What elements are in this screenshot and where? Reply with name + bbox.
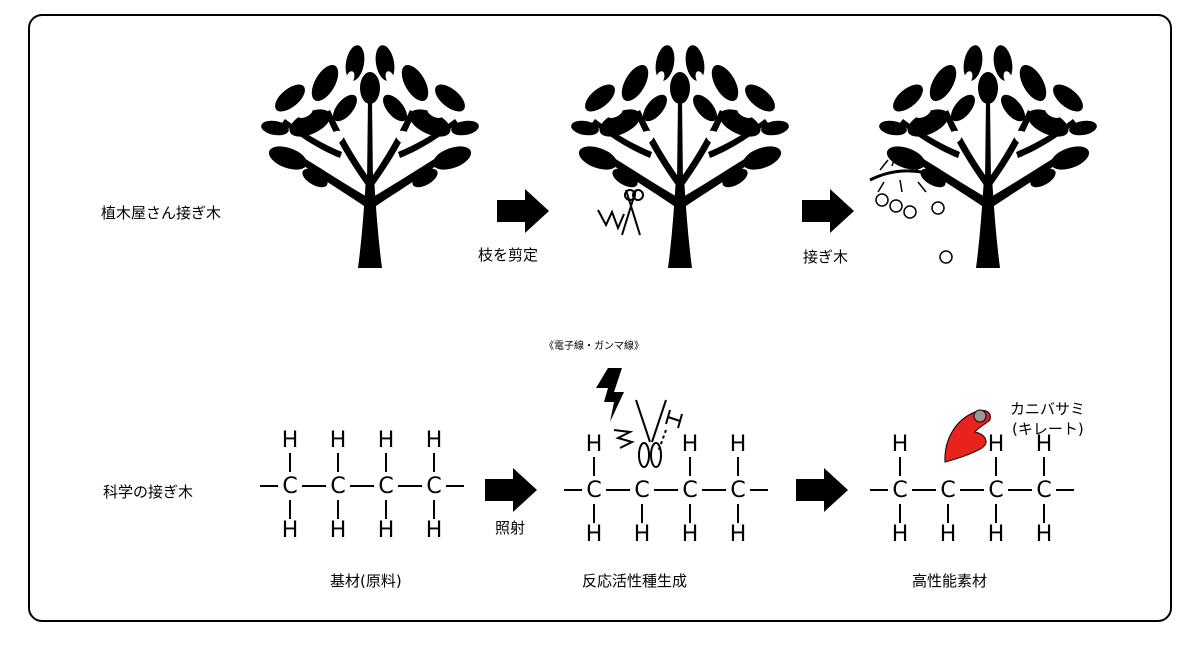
hydrogen-atom: H <box>682 432 699 457</box>
hydrogen-atom: H <box>682 522 699 547</box>
carbon-atom: C <box>940 478 955 503</box>
hydrogen-atom: H <box>1036 432 1053 457</box>
arrow-icon <box>796 468 848 512</box>
carbon-atom: C <box>988 478 1003 503</box>
tree-grafted <box>877 43 1099 269</box>
carbon-atom: C <box>1036 478 1051 503</box>
cut-mark-icon <box>597 209 625 231</box>
carbon-atom: C <box>282 474 297 499</box>
hydrogen-atom: H <box>378 518 395 543</box>
irradiate-caption: 照射 <box>495 519 526 537</box>
hydrogen-atom: H <box>730 432 747 457</box>
hydrogen-atom: H <box>634 522 651 547</box>
hydrogen-atom: H <box>426 428 443 453</box>
hydrogen-atom: H <box>378 428 395 453</box>
grafted-branch-icon <box>869 153 953 264</box>
carbon-atom: C <box>330 474 345 499</box>
hydrogen-atom: H <box>586 432 603 457</box>
tree-original <box>259 43 481 269</box>
crab-claw-icon <box>944 409 991 463</box>
hydrogen-atom: H <box>988 522 1005 547</box>
hydrogen-atom: H <box>892 432 909 457</box>
carbon-atom: C <box>730 478 745 503</box>
chelate-label-line2: (キレート) <box>1012 420 1084 438</box>
lightning-icon <box>596 368 624 422</box>
arrow-icon <box>802 189 854 233</box>
spark-icon <box>613 429 635 449</box>
scissors-icon <box>635 399 667 468</box>
carbon-atom: C <box>426 474 441 499</box>
hydrogen-atom: H <box>892 522 909 547</box>
carbon-atom: C <box>682 478 697 503</box>
scissors-icon <box>621 189 644 236</box>
graft-caption: 接ぎ木 <box>803 248 849 266</box>
hydrogen-atom: H <box>282 518 299 543</box>
hydrogen-atom: H <box>940 522 957 547</box>
hydrogen-atom: H <box>330 518 347 543</box>
carbon-atom: C <box>634 478 649 503</box>
stage-label-base: 基材(原料) <box>330 572 402 590</box>
carbon-atom: C <box>378 474 393 499</box>
prune-caption: 枝を剪定 <box>478 246 539 264</box>
hydrogen-atom: H <box>730 522 747 547</box>
hydrogen-atom: H <box>586 522 603 547</box>
hydrogen-atom: H <box>1036 522 1053 547</box>
top-row-title: 植木屋さん接ぎ木 <box>101 204 222 222</box>
arrow-icon <box>497 189 549 233</box>
detached-h-icon <box>657 409 683 453</box>
hydrogen-atom: H <box>426 518 443 543</box>
tree-pruned <box>569 43 791 269</box>
hydrogen-atom: H <box>988 432 1005 457</box>
hydrogen-atom: H <box>282 428 299 453</box>
carbon-atom: C <box>586 478 601 503</box>
bottom-row-title: 科学の接ぎ木 <box>103 483 194 501</box>
stage-label-product: 高性能素材 <box>912 572 988 590</box>
irradiation-source-label: 《電子線・ガンマ線》 <box>544 341 644 352</box>
diagram-frame <box>28 14 1172 622</box>
chelate-label-line1: カニバサミ <box>1010 400 1086 418</box>
stage-label-active: 反応活性種生成 <box>582 572 688 590</box>
arrow-icon <box>485 468 537 512</box>
carbon-atom: C <box>892 478 907 503</box>
hydrogen-atom: H <box>330 428 347 453</box>
